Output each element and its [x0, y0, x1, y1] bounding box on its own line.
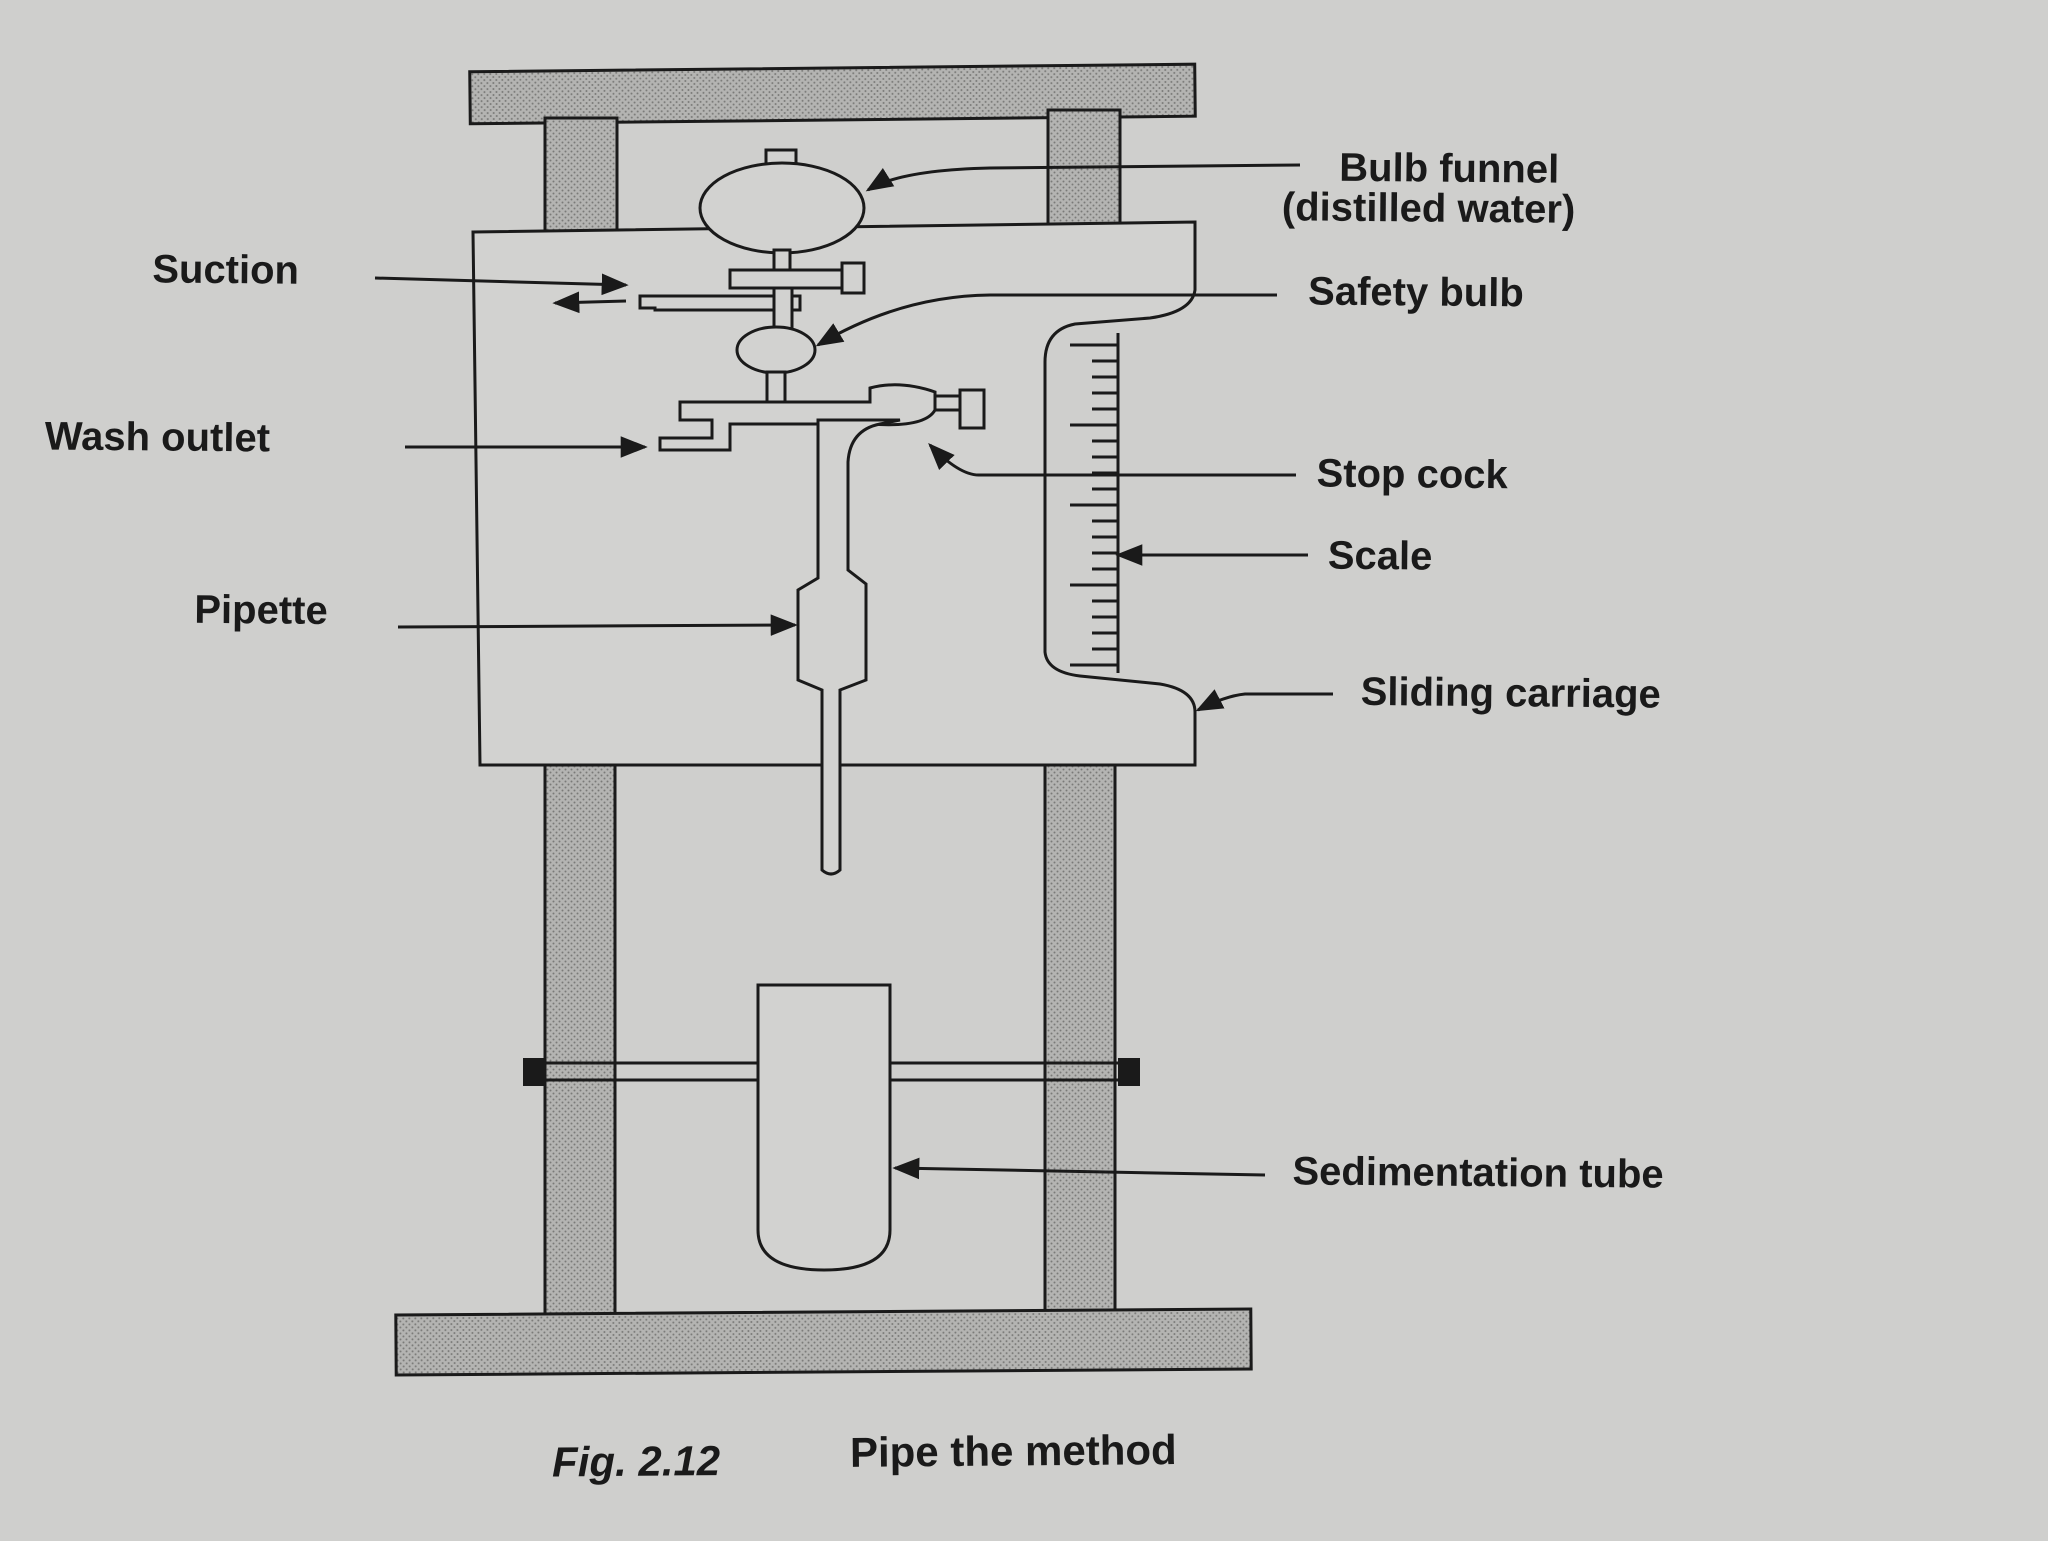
label-bulb-funnel-sub: (distilled water) — [1282, 185, 1576, 232]
suction-arrow-out — [552, 291, 627, 314]
lower-left-post — [543, 763, 617, 1327]
label-sliding-carriage: Sliding carriage — [1360, 670, 1660, 717]
label-scale: Scale — [1328, 534, 1433, 579]
upper-left-post — [543, 116, 619, 238]
sliding-carriage-leader — [1195, 689, 1333, 712]
label-pipette: Pipette — [194, 588, 328, 633]
label-stop-cock: Stop cock — [1316, 452, 1508, 498]
scale — [1070, 333, 1120, 673]
bulb-funnel — [698, 148, 866, 274]
leader-lines — [374, 163, 1333, 1180]
pipette-leader — [397, 614, 798, 636]
upper-right-post — [1046, 108, 1122, 230]
frame — [394, 62, 1253, 1377]
upper-stopcock — [638, 261, 866, 336]
wash-outlet-assembly — [658, 383, 986, 452]
caption-text: Pipe the method — [850, 1426, 1177, 1476]
pipette — [796, 418, 901, 876]
suction-arrow-in — [374, 273, 629, 296]
lower-right-post — [1043, 763, 1117, 1317]
label-suction: Suction — [152, 247, 299, 292]
sedimentation-tube — [756, 983, 892, 1272]
top-bar — [468, 62, 1197, 126]
labels: Bulb funnel (distilled water) Suction Sa… — [45, 146, 1664, 1197]
label-sedimentation-tube: Sedimentation tube — [1292, 1149, 1664, 1196]
safety-bulb — [735, 325, 817, 406]
label-safety-bulb: Safety bulb — [1308, 269, 1524, 315]
sedimentation-tube-leader — [892, 1157, 1266, 1180]
bottom-bar — [394, 1307, 1253, 1377]
figure-caption: Fig. 2.12 Pipe the method — [552, 1426, 1177, 1485]
caption-number: Fig. 2.12 — [552, 1437, 720, 1485]
label-bulb-funnel: Bulb funnel — [1339, 146, 1559, 192]
safety-bulb-leader — [815, 293, 1277, 347]
bulb-funnel-leader — [865, 163, 1301, 192]
stop-cock-leader — [928, 443, 1296, 477]
label-wash-outlet: Wash outlet — [45, 414, 271, 460]
